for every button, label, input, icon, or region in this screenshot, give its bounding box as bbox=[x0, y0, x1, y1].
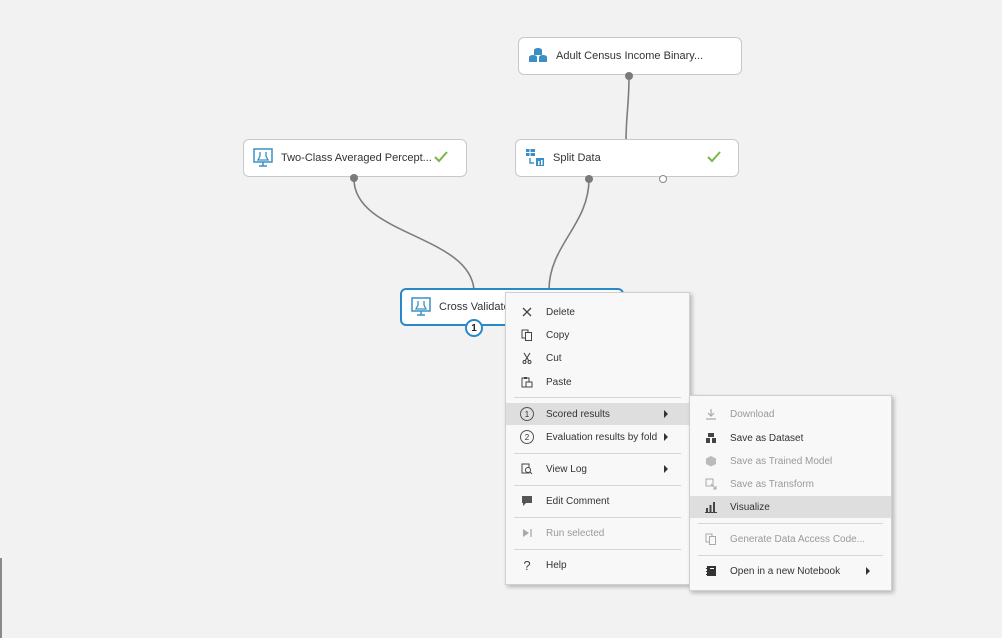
copy-icon bbox=[520, 328, 534, 342]
scored-results-submenu: Download Save as Dataset Save as Trained… bbox=[689, 395, 892, 591]
run-selected-icon bbox=[520, 526, 534, 540]
paste-icon bbox=[520, 375, 534, 389]
menu-item-label: Scored results bbox=[546, 408, 610, 420]
scrollbar-indicator[interactable] bbox=[0, 558, 2, 638]
menu-item-edit-comment[interactable]: Edit Comment bbox=[506, 490, 689, 512]
help-icon: ? bbox=[523, 557, 531, 573]
node-split-data[interactable]: Split Data bbox=[515, 139, 739, 177]
menu-item-label: Open in a new Notebook bbox=[730, 565, 841, 577]
menu-divider bbox=[514, 485, 681, 486]
menu-item-view-log[interactable]: View Log bbox=[506, 458, 689, 480]
menu-divider bbox=[698, 555, 883, 556]
number-one-icon: 1 bbox=[520, 407, 534, 421]
transform-icon bbox=[704, 477, 718, 491]
menu-divider bbox=[698, 523, 883, 524]
bar-chart-icon bbox=[704, 500, 718, 514]
menu-item-label: Download bbox=[730, 408, 775, 420]
menu-item-copy[interactable]: Copy bbox=[506, 324, 689, 346]
output-port-unconnected[interactable] bbox=[659, 175, 667, 183]
menu-divider bbox=[514, 517, 681, 518]
menu-item-label: Help bbox=[546, 559, 567, 571]
menu-item-label: Edit Comment bbox=[546, 495, 610, 507]
submenu-arrow-icon bbox=[664, 410, 668, 418]
node-two-class-averaged-perceptron[interactable]: Two-Class Averaged Percept... bbox=[243, 139, 467, 177]
menu-item-label: Save as Trained Model bbox=[730, 455, 833, 467]
output-port-number-badge[interactable]: 1 bbox=[465, 319, 483, 337]
submenu-item-visualize[interactable]: Visualize bbox=[690, 496, 891, 518]
menu-item-paste[interactable]: Paste bbox=[506, 371, 689, 393]
split-data-icon bbox=[524, 147, 546, 169]
code-icon bbox=[704, 532, 718, 546]
dataset-icon bbox=[527, 45, 549, 67]
submenu-item-save-as-transform: Save as Transform bbox=[690, 473, 891, 495]
menu-item-evaluation-results[interactable]: 2 Evaluation results by fold bbox=[506, 426, 689, 448]
node-label: Split Data bbox=[553, 152, 601, 164]
connector-census-to-split bbox=[625, 76, 630, 143]
menu-item-delete[interactable]: Delete bbox=[506, 301, 689, 323]
notebook-icon bbox=[704, 564, 718, 578]
connector-split-to-crossvalidate bbox=[548, 178, 590, 291]
menu-item-cut[interactable]: Cut bbox=[506, 347, 689, 369]
view-log-icon bbox=[520, 462, 534, 476]
node-label: Cross Validate bbox=[439, 301, 510, 313]
submenu-item-save-as-trained-model: Save as Trained Model bbox=[690, 450, 891, 472]
checkmark-icon bbox=[434, 150, 448, 167]
node-adult-census[interactable]: Adult Census Income Binary... bbox=[518, 37, 742, 75]
menu-item-label: View Log bbox=[546, 463, 587, 475]
model-icon bbox=[252, 147, 274, 169]
menu-item-label: Cut bbox=[546, 352, 562, 364]
menu-item-label: Run selected bbox=[546, 527, 605, 539]
context-menu: Delete Copy Cut Paste 1 Scored results bbox=[505, 292, 690, 585]
submenu-arrow-icon bbox=[664, 433, 668, 441]
menu-item-help[interactable]: ? Help bbox=[506, 554, 689, 576]
menu-item-label: Visualize bbox=[730, 501, 770, 513]
output-port[interactable] bbox=[585, 175, 593, 183]
scissors-icon bbox=[520, 351, 534, 365]
download-icon bbox=[704, 407, 718, 421]
submenu-item-save-as-dataset[interactable]: Save as Dataset bbox=[690, 427, 891, 449]
menu-item-label: Evaluation results by fold bbox=[546, 431, 658, 443]
output-port[interactable] bbox=[350, 174, 358, 182]
save-dataset-icon bbox=[704, 431, 718, 445]
menu-item-label: Paste bbox=[546, 376, 572, 388]
delete-icon bbox=[520, 305, 534, 319]
menu-divider bbox=[514, 453, 681, 454]
menu-item-label: Save as Dataset bbox=[730, 432, 804, 444]
node-label: Adult Census Income Binary... bbox=[556, 50, 704, 62]
number-two-icon: 2 bbox=[520, 430, 534, 444]
node-label: Two-Class Averaged Percept... bbox=[281, 152, 432, 164]
cube-icon bbox=[704, 454, 718, 468]
menu-item-label: Copy bbox=[546, 329, 570, 341]
submenu-item-open-in-notebook[interactable]: Open in a new Notebook bbox=[690, 560, 891, 582]
submenu-item-download: Download bbox=[690, 403, 891, 425]
output-port[interactable] bbox=[625, 72, 633, 80]
menu-divider bbox=[514, 549, 681, 550]
comment-icon bbox=[520, 494, 534, 508]
submenu-arrow-icon bbox=[664, 465, 668, 473]
menu-item-label: Delete bbox=[546, 306, 575, 318]
submenu-arrow-icon bbox=[866, 567, 870, 575]
submenu-item-generate-data-access-code: Generate Data Access Code... bbox=[690, 528, 891, 550]
menu-item-run-selected: Run selected bbox=[506, 522, 689, 544]
connector-model-to-crossvalidate bbox=[353, 178, 475, 291]
menu-item-scored-results[interactable]: 1 Scored results bbox=[506, 403, 689, 425]
menu-item-label: Save as Transform bbox=[730, 478, 814, 490]
checkmark-icon bbox=[707, 150, 721, 167]
model-icon bbox=[410, 296, 432, 318]
menu-item-label: Generate Data Access Code... bbox=[730, 533, 866, 545]
menu-divider bbox=[514, 397, 681, 398]
